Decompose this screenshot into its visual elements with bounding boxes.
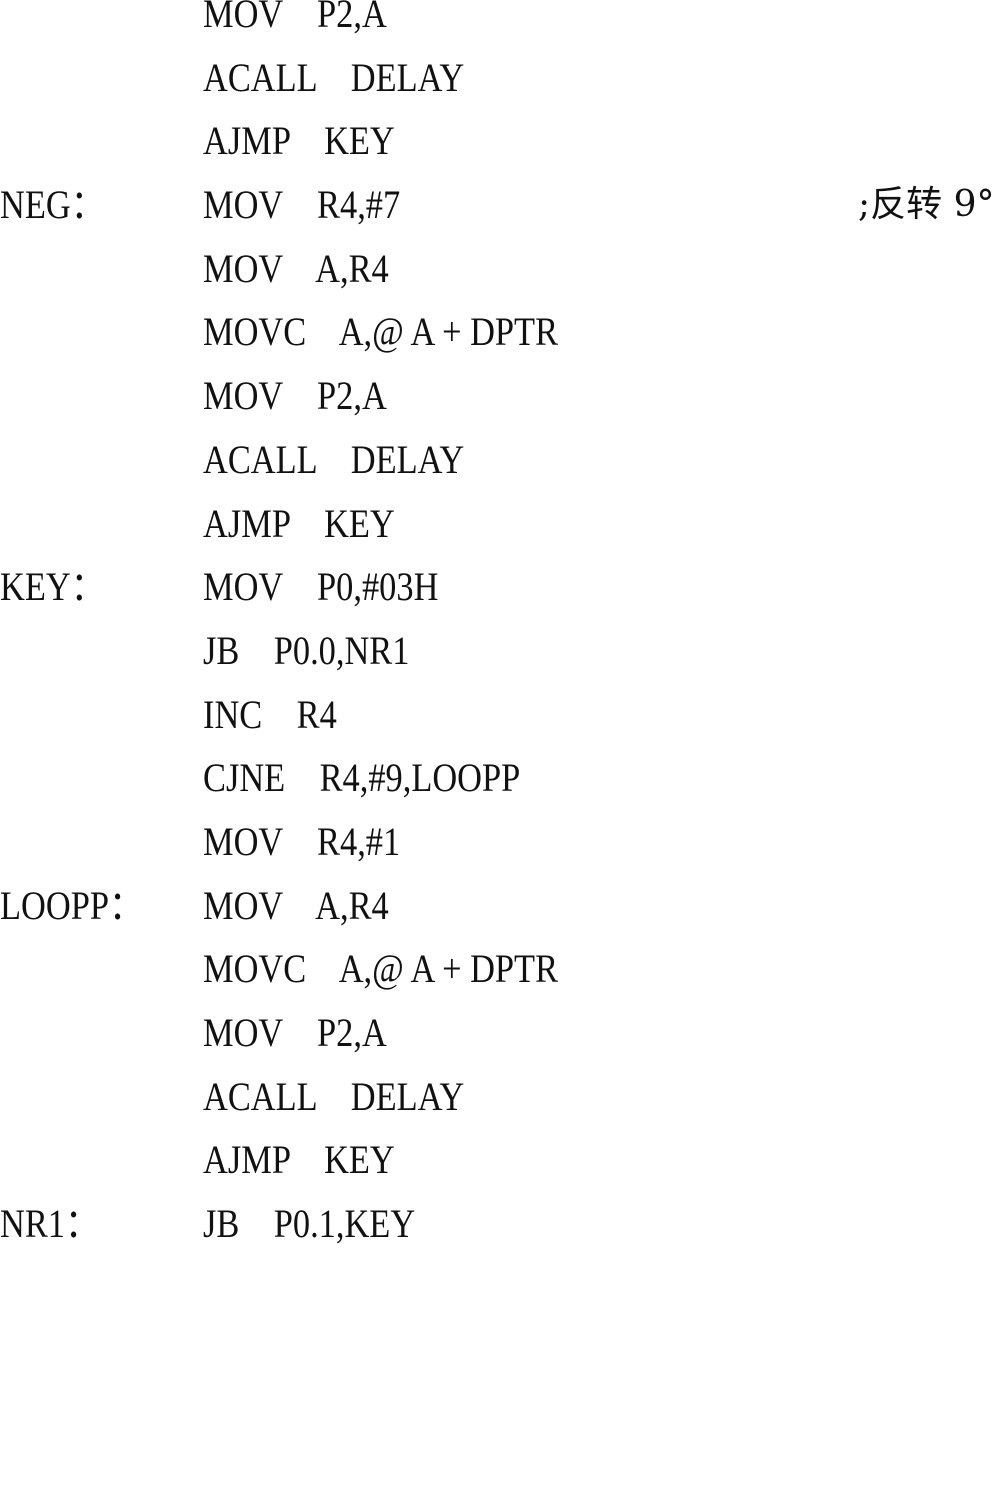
code-line: ACALL DELAY	[0, 1065, 1007, 1129]
instruction: MOV P2,A	[203, 0, 387, 36]
code-line: NR1： JB P0.1,KEY	[0, 1192, 1007, 1256]
code-line: MOVC A,@ A + DPTR	[0, 300, 1007, 364]
instruction: JB P0.0,NR1	[203, 627, 410, 673]
code-line: MOV P2,A	[0, 0, 1007, 46]
code-line: MOV R4,#1	[0, 810, 1007, 874]
instruction: MOV P2,A	[203, 1010, 387, 1055]
code-line: MOV A,R4	[0, 237, 1007, 301]
line-label: KEY：	[0, 564, 106, 610]
code-line: AJMP KEY	[0, 1128, 1007, 1192]
instruction: AJMP KEY	[203, 118, 395, 164]
instruction: MOV A,R4	[203, 882, 389, 928]
instruction: MOV P2,A	[203, 373, 387, 419]
code-line: ACALL DELAY	[0, 46, 1007, 110]
code-line: KEY： MOV P0,#03H	[0, 555, 1007, 619]
code-line: CJNE R4,#9,LOOPP	[0, 746, 1007, 810]
code-line: JB P0.0,NR1	[0, 619, 1007, 683]
instruction: CJNE R4,#9,LOOPP	[203, 755, 521, 801]
code-line: MOV P2,A	[0, 364, 1007, 428]
instruction: MOVC A,@ A + DPTR	[203, 946, 559, 992]
line-label: NR1：	[0, 1201, 100, 1247]
instruction: MOV R4,#7	[203, 182, 401, 228]
code-line: AJMP KEY	[0, 492, 1007, 556]
code-line: INC R4	[0, 683, 1007, 747]
instruction: MOV P0,#03H	[203, 564, 439, 610]
code-line: MOVC A,@ A + DPTR	[0, 937, 1007, 1001]
instruction: ACALL DELAY	[203, 54, 465, 100]
instruction: MOV R4,#1	[203, 818, 401, 864]
instruction: INC R4	[203, 691, 337, 737]
code-line: MOV P2,A	[0, 1001, 1007, 1065]
assembly-listing: MOV P2,A ACALL DELAY AJMP KEY NEG： MOV R…	[0, 0, 1007, 1256]
instruction: MOV A,R4	[203, 245, 389, 291]
instruction: ACALL DELAY	[203, 1073, 465, 1119]
code-line: ACALL DELAY	[0, 428, 1007, 492]
instruction: AJMP KEY	[203, 500, 395, 546]
line-label: LOOPP：	[0, 882, 144, 928]
instruction: MOVC A,@ A + DPTR	[203, 309, 559, 355]
instruction: ACALL DELAY	[203, 436, 465, 482]
code-line: NEG： MOV R4,#7 ;反转 9°	[0, 173, 1007, 237]
line-comment: ;反转 9°	[858, 184, 995, 226]
code-line: AJMP KEY	[0, 109, 1007, 173]
instruction: AJMP KEY	[203, 1137, 395, 1183]
code-line: LOOPP： MOV A,R4	[0, 874, 1007, 938]
line-label: NEG：	[0, 182, 106, 228]
instruction: JB P0.1,KEY	[203, 1201, 416, 1247]
